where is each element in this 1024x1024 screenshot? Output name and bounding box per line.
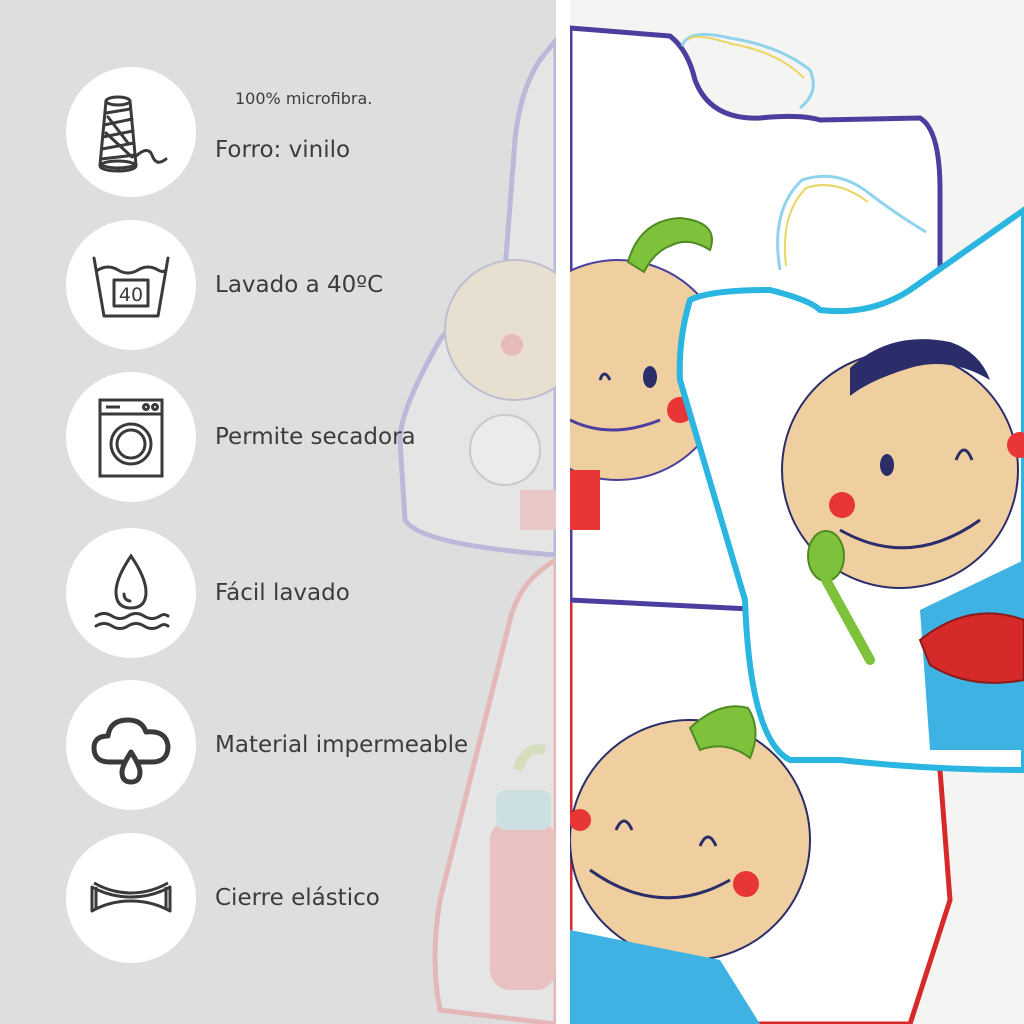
panel-divider <box>556 0 570 1024</box>
wash-40-icon: 40 <box>92 256 170 318</box>
feature-label: Material impermeable <box>215 732 469 758</box>
elastic-band-icon <box>90 881 172 913</box>
icon-circle: 40 <box>66 220 196 350</box>
feature-label-secondary: Forro: vinilo <box>215 137 351 163</box>
icon-circle <box>66 833 196 963</box>
icon-circle <box>66 528 196 658</box>
icon-circle <box>66 680 196 810</box>
feature-label-primary: 100% microfibra. <box>235 89 373 108</box>
thread-spool-icon <box>98 95 168 173</box>
feature-dryer: Permite secadora <box>66 372 556 502</box>
feature-easy-wash: Fácil lavado <box>66 528 556 658</box>
feature-material: 100% microfibra. Forro: vinilo <box>66 67 556 197</box>
wash-temp-text: 40 <box>119 284 143 306</box>
cloud-rain-icon <box>91 717 171 785</box>
icon-circle <box>66 372 196 502</box>
water-drop-icon <box>94 553 170 630</box>
faded-bib-illustration <box>397 35 556 1024</box>
feature-waterproof: Material impermeable <box>66 680 556 810</box>
feature-wash: 40 Lavado a 40ºC <box>66 220 556 350</box>
feature-elastic-closure: Cierre elástico <box>66 833 556 963</box>
feature-label: Fácil lavado <box>215 580 350 606</box>
product-photo <box>570 0 1024 1024</box>
feature-label: Lavado a 40ºC <box>215 272 384 298</box>
feature-label: Permite secadora <box>215 424 416 450</box>
features-panel: 100% microfibra. Forro: vinilo 40 Lavado… <box>0 0 556 1024</box>
feature-label: Cierre elástico <box>215 885 380 911</box>
washing-machine-icon <box>98 398 164 478</box>
bibs-illustration <box>570 25 1024 1024</box>
icon-circle <box>66 67 196 197</box>
